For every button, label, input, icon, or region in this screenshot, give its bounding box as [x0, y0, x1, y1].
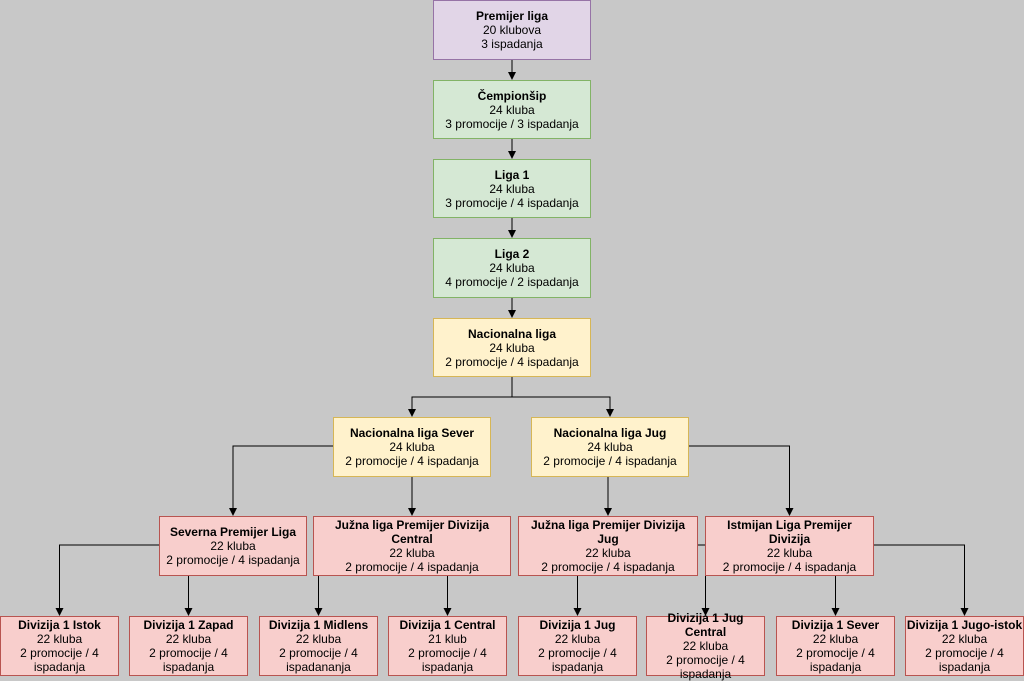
node-title: Južna liga Premijer Divizija Central [334, 518, 490, 546]
node-title: Divizija 1 Midlens [268, 618, 369, 632]
node-detail: 24 kluba [389, 440, 435, 454]
node-detail: ispadanja [679, 667, 732, 681]
node-detail: 2 promocije / 4 [796, 646, 875, 660]
node-detail: 2 promocije / 4 [925, 646, 1004, 660]
node-detail: 2 promocije / 4 [279, 646, 358, 660]
node-detail: 3 promocije / 3 ispadanja [445, 116, 579, 131]
node-title: Nacionalna liga [467, 326, 557, 341]
node-detail: 22 kluba [295, 632, 342, 646]
node-detail: 22 kluba [682, 639, 729, 653]
node-detail: 22 kluba [210, 539, 256, 553]
node-detail: 2 promocije / 4 ispadanja [345, 560, 479, 574]
connector-nac-jug-to-istmijan [689, 445, 794, 516]
node-title: Divizija 1 Central [399, 618, 496, 632]
node-detail: 2 promocije / 4 [666, 653, 745, 667]
node-detail: 24 kluba [489, 340, 535, 355]
connector-istmijan-to-div1-jugo-istok [874, 544, 969, 616]
node-detail: 2 promocije / 4 [20, 646, 99, 660]
connector-nacionalna-to-nac-jug [511, 377, 614, 417]
node-detail: ispadanja [33, 660, 86, 674]
node-detail: 24 kluba [489, 102, 535, 117]
node-title: Liga 2 [494, 247, 530, 261]
node-detail: ispadananja [286, 660, 351, 674]
node-detail: 24 kluba [489, 261, 535, 275]
node-detail: 2 promocije / 4 ispadanja [445, 354, 579, 369]
node-detail: 2 promocije / 4 [408, 646, 487, 660]
node-detail: 2 promocije / 4 [538, 646, 617, 660]
node-detail: ispadanja [162, 660, 215, 674]
node-detail: 3 ispadanja [481, 37, 543, 51]
node-detail: 21 klub [428, 632, 467, 646]
node-detail: 2 promocije / 4 [149, 646, 228, 660]
node-title: Divizija 1 Zapad [143, 618, 234, 632]
node-detail: 22 kluba [585, 546, 631, 560]
node-detail: 2 promocije / 4 ispadanja [345, 454, 479, 468]
node-title: Nacionalna liga Jug [553, 426, 667, 440]
node-detail: 22 kluba [554, 632, 601, 646]
node-detail: 24 kluba [587, 440, 633, 454]
node-detail: 20 klubova [482, 23, 542, 37]
connector-severna-premijer-to-div1-istok [55, 544, 159, 616]
node-detail: 2 promocije / 4 ispadanja [543, 454, 677, 468]
node-detail: ispadanja [551, 660, 604, 674]
node-title: Južna liga Premijer Divizija Jug [530, 518, 686, 546]
node-detail: 3 promocije / 4 ispadanja [445, 195, 579, 210]
node-detail: 24 kluba [489, 181, 535, 196]
node-detail: 22 kluba [165, 632, 212, 646]
node-detail: ispadanja [421, 660, 474, 674]
node-title: Nacionalna liga Sever [349, 426, 475, 440]
node-detail: 22 kluba [941, 632, 988, 646]
node-detail: 22 kluba [812, 632, 859, 646]
node-title: Divizija 1 Istok [18, 618, 101, 632]
node-title: Divizija 1 Sever [791, 618, 880, 632]
node-detail: 22 kluba [389, 546, 435, 560]
node-detail: 2 promocije / 4 ispadanja [722, 560, 857, 574]
node-detail: 2 promocije / 4 ispadanja [541, 560, 675, 574]
node-detail: 2 promocije / 4 ispadanja [166, 553, 300, 567]
node-title: Liga 1 [494, 167, 530, 182]
node-detail: 4 promocije / 2 ispadanja [445, 275, 579, 289]
node-title: Istmijan Liga Premijer Divizija [727, 518, 852, 546]
connector-nacionalna-to-nac-sever [408, 377, 513, 417]
node-title: Premijer liga [475, 9, 549, 23]
node-detail: ispadanja [938, 660, 991, 674]
node-detail: 22 kluba [766, 546, 813, 560]
node-title: Divizija 1 Jug Central [667, 611, 744, 639]
node-detail: 22 kluba [36, 632, 83, 646]
node-title: Severna Premijer Liga [169, 525, 297, 539]
node-title: Divizija 1 Jugo-istok [906, 618, 1023, 632]
node-detail: ispadanja [809, 660, 862, 674]
node-title: Divizija 1 Jug [539, 618, 616, 632]
node-title: Čempionšip [477, 88, 547, 103]
connector-nac-sever-to-severna-premijer [229, 445, 333, 516]
